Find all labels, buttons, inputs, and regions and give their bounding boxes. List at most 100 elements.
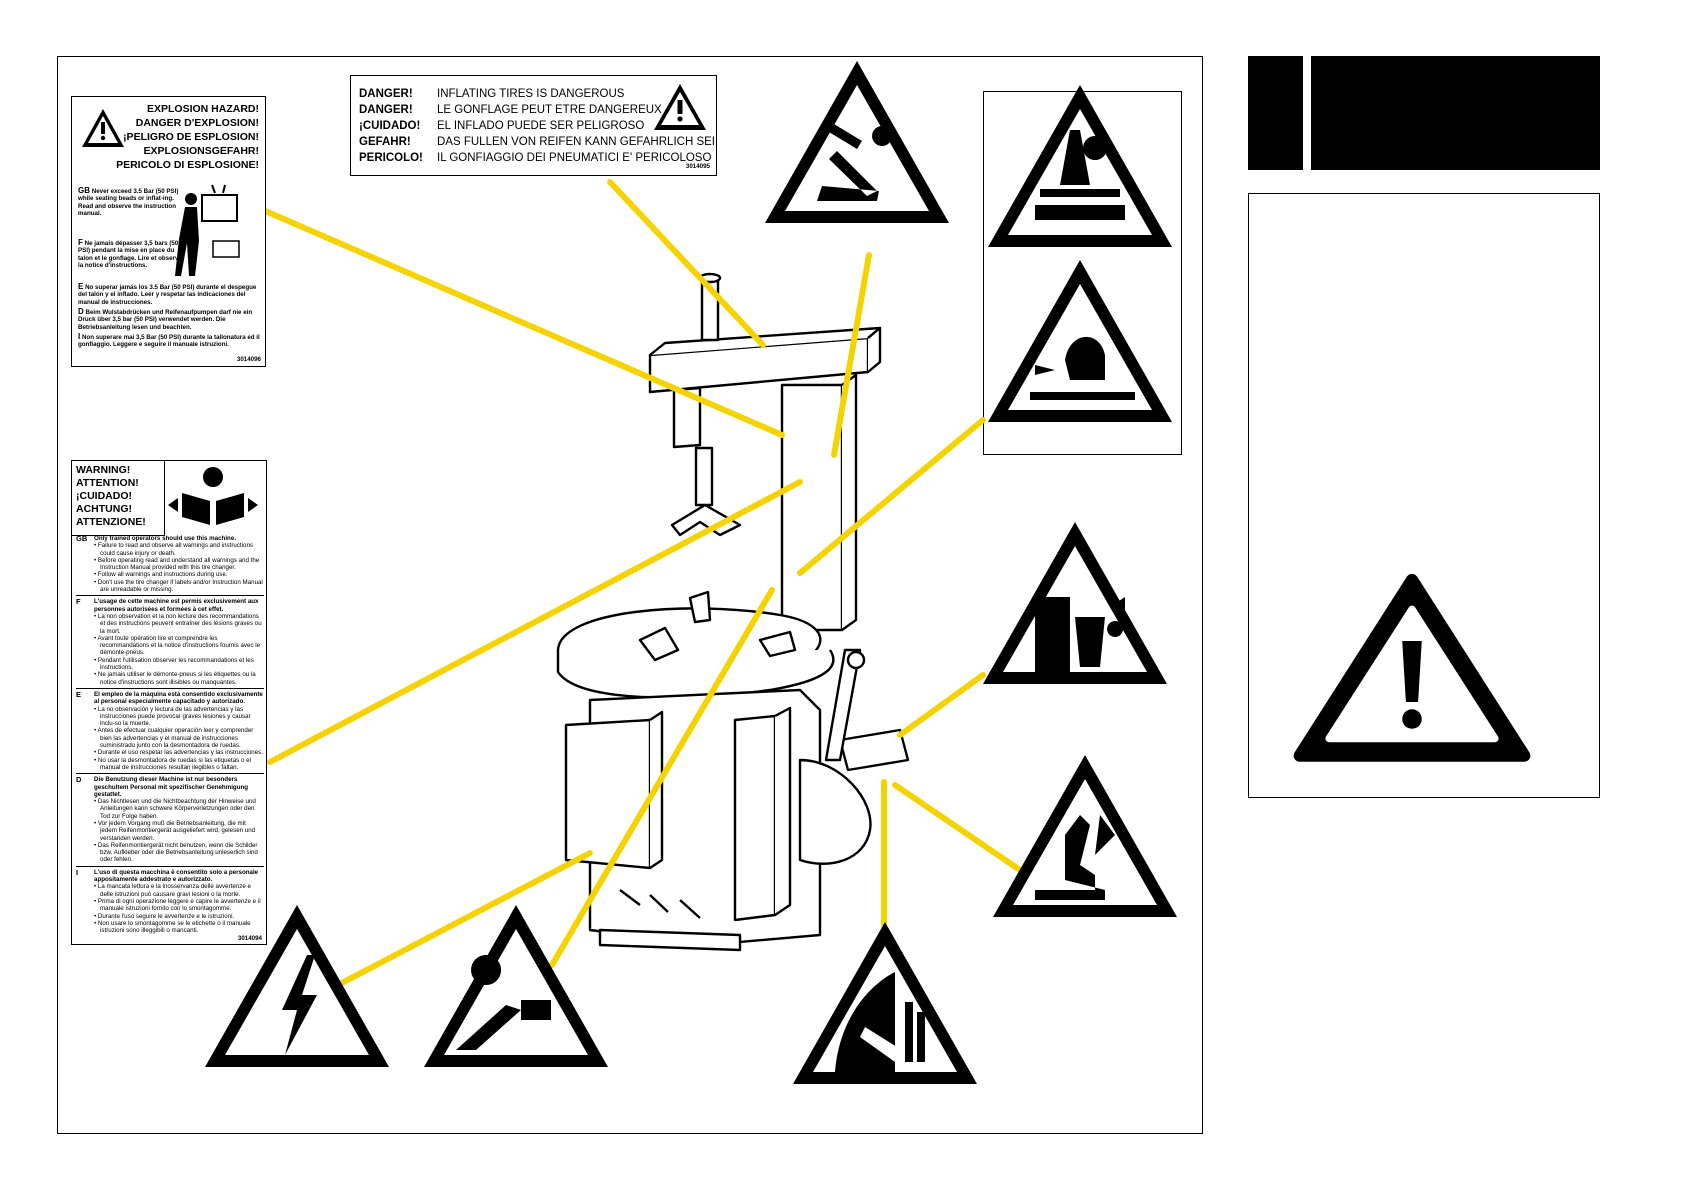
lang-code: GB <box>76 534 88 543</box>
heading-en: EXPLOSION HAZARD! <box>146 103 259 115</box>
tire-changer-machine <box>556 272 910 952</box>
bullet-dot: • <box>94 749 98 757</box>
section-title: El empleo de la máquina está consentido … <box>94 690 263 706</box>
section-bullet: • La non observation et la non lecture d… <box>94 613 264 635</box>
bullet-dot: • <box>94 841 98 849</box>
explosion-text-en: Never exceed 3.5 Bar (50 PSI) while seat… <box>78 188 179 217</box>
bullet-text: La non observation et la non lecture des… <box>97 612 262 635</box>
danger-text: DAS FULLEN VON REIFEN KANN GEFAHRLICH SE… <box>437 136 717 148</box>
part-number: 3014094 <box>237 934 262 942</box>
bullet-dot: • <box>94 634 98 642</box>
inflating-label-row: DANGER! INFLATING TIRES IS DANGEROUS <box>359 86 708 102</box>
danger-word: DANGER! <box>359 104 413 116</box>
bullet-dot: • <box>94 542 98 550</box>
lang-code: D <box>76 775 82 785</box>
section-bullet: • Durante l'uso seguire le avvertenze e … <box>94 913 264 920</box>
section-title: Only trained operators should use this m… <box>94 535 236 542</box>
explosion-text-fr: Ne jamais dépasser 3,5 bars (50 PSI) pen… <box>78 240 185 269</box>
bullet-text: Avant toute opération lire et comprendre… <box>97 634 261 657</box>
hand-pinch-hazard-icon <box>983 522 1167 684</box>
electric-shock-icon <box>205 905 389 1067</box>
tire-bead-hazard-icon <box>988 85 1172 247</box>
warning-section: D Die Benutzung dieser Machine ist nur be… <box>76 773 264 866</box>
heading-es: ¡PELIGRO DE ESPLOSION! <box>123 131 259 143</box>
lang-code: D <box>78 307 84 316</box>
bullet-text: La no observación y lectura de las adver… <box>97 705 251 728</box>
inflating-label-row: DANGER! LE GONFLAGE PEUT ETRE DANGEREUX <box>359 102 708 118</box>
bullet-text: Antes de efectuar cualquier operación le… <box>97 727 254 750</box>
inflating-label-row: GEFAHR! DAS FULLEN VON REIFEN KANN GEFAHR… <box>359 134 716 150</box>
exclamation-triangle-icon <box>1293 573 1531 762</box>
danger-text: EL INFLADO PUEDE SER PELIGROSO <box>437 120 645 132</box>
lang-code: GB <box>78 186 90 195</box>
bullet-text: Ne jamais utiliser le démonte-pneus si l… <box>97 671 256 686</box>
inflating-label-row: ¡CUIDADO! EL INFLADO PUEDE SER PELIGROSO <box>359 118 708 134</box>
warning-section: E El empleo de la máquina está consentido… <box>76 687 264 773</box>
section-title: Die Benutzung dieser Machine ist nur bes… <box>94 776 249 798</box>
bullet-dot: • <box>94 819 98 827</box>
section-bullet: • Pendant l'utilisation observer les rec… <box>94 657 264 672</box>
foot-crush-hazard-icon <box>993 755 1177 917</box>
explosion-text-de: Beim Wulstabdrücken und Reifenaufpumpen … <box>78 309 253 331</box>
exclamation-triangle-icon <box>652 82 708 139</box>
danger-word: ¡CUIDADO! <box>359 120 421 132</box>
bullet-dot: • <box>94 756 98 764</box>
section-bullet: • Don't use the tire changer if labels a… <box>94 579 264 594</box>
bullet-text: Don't use the tire changer if labels and… <box>97 578 263 594</box>
section-bullet: • Durante el uso respetar las advertenci… <box>94 749 264 756</box>
lang-code: E <box>78 282 84 291</box>
section-tab-large <box>1311 56 1600 170</box>
section-bullet: • Before operating read and understand a… <box>94 557 264 572</box>
danger-text: INFLATING TIRES IS DANGEROUS <box>437 88 625 100</box>
lang-code: I <box>78 332 81 341</box>
bullet-dot: • <box>94 897 98 905</box>
section-tab-small <box>1248 56 1303 170</box>
part-number: 3014096 <box>236 355 261 363</box>
bullet-dot: • <box>94 671 98 679</box>
danger-word: DANGER! <box>359 88 413 100</box>
danger-word: GEFAHR! <box>359 136 411 148</box>
lang-code: E <box>76 689 82 699</box>
lang-code: F <box>76 597 81 607</box>
explosion-text-it: Non superare mai 3,5 Bar (50 PSI) durant… <box>78 334 260 349</box>
heading-de: EXPLOSIONSGEFAHR! <box>143 145 259 157</box>
bullet-dot: • <box>94 612 98 620</box>
bullet-dot: • <box>94 705 98 713</box>
heading-fr: DANGER D'EXPLOSION! <box>135 117 259 129</box>
heading-it: PERICOLO DI ESPLOSIONE! <box>116 159 259 171</box>
lang-code: F <box>78 238 83 247</box>
section-bullet: • Follow all warnings and instructions d… <box>94 571 264 578</box>
bullet-dot: • <box>94 578 98 586</box>
bullet-text: Das Reifenmontiergerät nicht benutzen, w… <box>97 841 258 864</box>
bullet-text: Failure to read and observe all warnings… <box>97 542 254 557</box>
explosion-text-es: No superar jamás los 3.5 Bar (50 PSI) du… <box>78 284 257 306</box>
exclamation-triangle-icon <box>80 107 126 154</box>
arm-clamp-hazard-icon <box>793 922 977 1084</box>
bullet-text: La mancata lettura e la inosservanza del… <box>97 883 251 898</box>
lang-code: I <box>76 867 79 877</box>
explosion-hazard-icon <box>167 181 245 284</box>
bullet-text: Non usare lo smontagomme se le etichette… <box>97 919 251 935</box>
trained-operators-warning-label: WARNING! ATTENTION! ¡CUIDADO! ACHTUNG! A… <box>71 460 267 945</box>
section-bullet: • No usar la desmontadora de ruedas si l… <box>94 757 264 772</box>
section-bullet: • Antes de efectuar cualquier operación … <box>94 727 264 749</box>
danger-text: IL GONFIAGGIO DEI PNEUMATICI E' PERICOLO… <box>437 152 712 164</box>
bullet-dot: • <box>94 798 98 806</box>
section-bullet: • Ne jamais utiliser le démonte-pneus si… <box>94 671 264 686</box>
bullet-dot: • <box>94 919 98 927</box>
manual-reader-icon <box>164 465 262 532</box>
section-bullet: • La mancata lettura e la inosservanza d… <box>94 883 264 898</box>
leader-lines <box>260 179 1023 988</box>
heading-de: ACHTUNG! <box>76 503 132 515</box>
bullet-text: Pendant l'utilisation observer les recom… <box>97 656 254 672</box>
bullet-text: Durante el uso respetar las advertencias… <box>97 749 263 757</box>
heading-it: ATTENZIONE! <box>76 516 146 528</box>
heading-es: ¡CUIDADO! <box>76 490 132 502</box>
section-bullet: • Failure to read and observe all warnin… <box>94 542 264 557</box>
danger-text: LE GONFLAGE PEUT ETRE DANGEREUX <box>437 104 662 116</box>
explosion-hazard-label: EXPLOSION HAZARD! DANGER D'EXPLOSION! ¡P… <box>71 96 266 367</box>
bullet-dot: • <box>94 556 98 564</box>
bullet-dot: • <box>94 656 98 664</box>
